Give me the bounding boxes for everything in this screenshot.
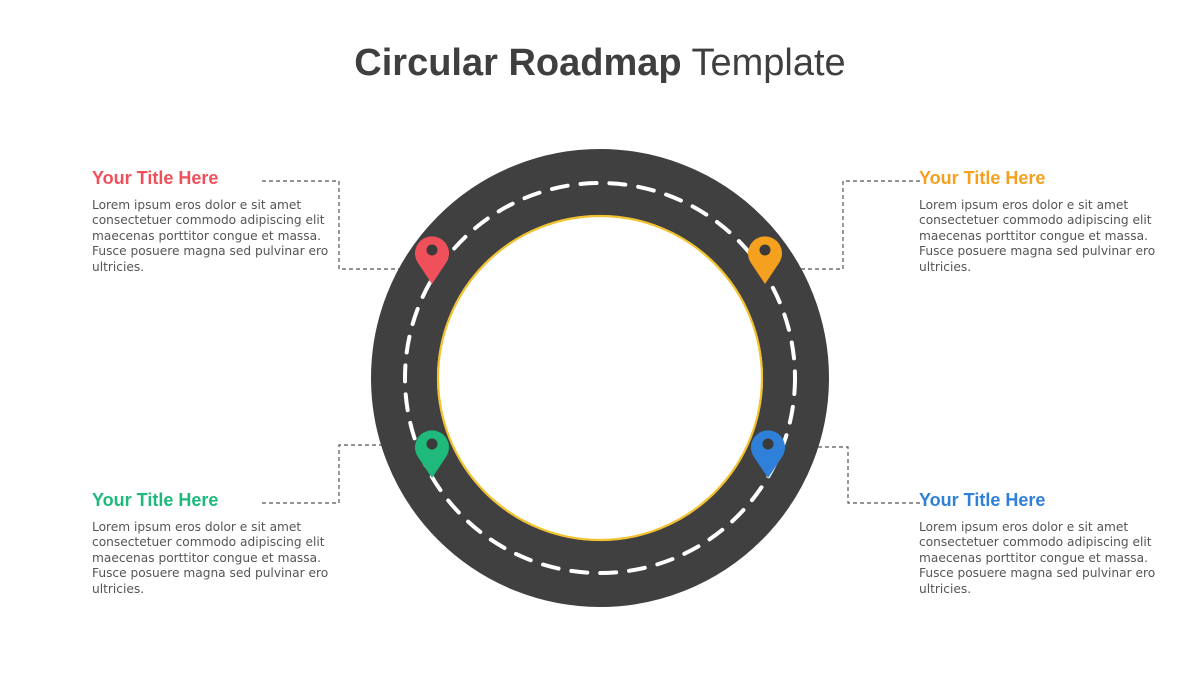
milestone-block-3: Your Title Here Lorem ipsum eros dolor e… bbox=[92, 490, 332, 597]
milestone-block-4: Your Title Here Lorem ipsum eros dolor e… bbox=[919, 490, 1159, 597]
connector-lines bbox=[262, 180, 920, 504]
connector-1 bbox=[262, 180, 416, 270]
connector-3 bbox=[262, 444, 416, 504]
connector-2 bbox=[782, 180, 920, 270]
milestone-block-1: Your Title Here Lorem ipsum eros dolor e… bbox=[92, 168, 332, 275]
title-bold: Circular Roadmap bbox=[354, 42, 682, 84]
milestone-text: Lorem ipsum eros dolor e sit amet consec… bbox=[919, 520, 1156, 596]
connector-4 bbox=[784, 446, 920, 504]
milestone-title: Your Title Here bbox=[92, 168, 219, 188]
milestone-text: Lorem ipsum eros dolor e sit amet consec… bbox=[92, 520, 329, 596]
milestone-block-2: Your Title Here Lorem ipsum eros dolor e… bbox=[919, 168, 1159, 275]
pin-2-icon bbox=[748, 236, 782, 284]
road-edge-line bbox=[436, 214, 764, 542]
milestone-pins bbox=[415, 236, 785, 478]
road-lane-markings bbox=[403, 181, 797, 575]
milestone-text: Lorem ipsum eros dolor e sit amet consec… bbox=[92, 198, 329, 274]
pin-4-icon bbox=[751, 430, 785, 478]
milestone-title: Your Title Here bbox=[919, 490, 1046, 510]
milestone-title: Your Title Here bbox=[919, 168, 1046, 188]
milestone-title: Your Title Here bbox=[92, 490, 219, 510]
title-light: Template bbox=[691, 42, 846, 84]
pin-3-icon bbox=[415, 430, 449, 478]
milestone-text: Lorem ipsum eros dolor e sit amet consec… bbox=[919, 198, 1156, 274]
page-title: Circular Roadmap Template bbox=[0, 42, 1200, 85]
circular-road bbox=[371, 149, 829, 607]
pin-1-icon bbox=[415, 236, 449, 284]
